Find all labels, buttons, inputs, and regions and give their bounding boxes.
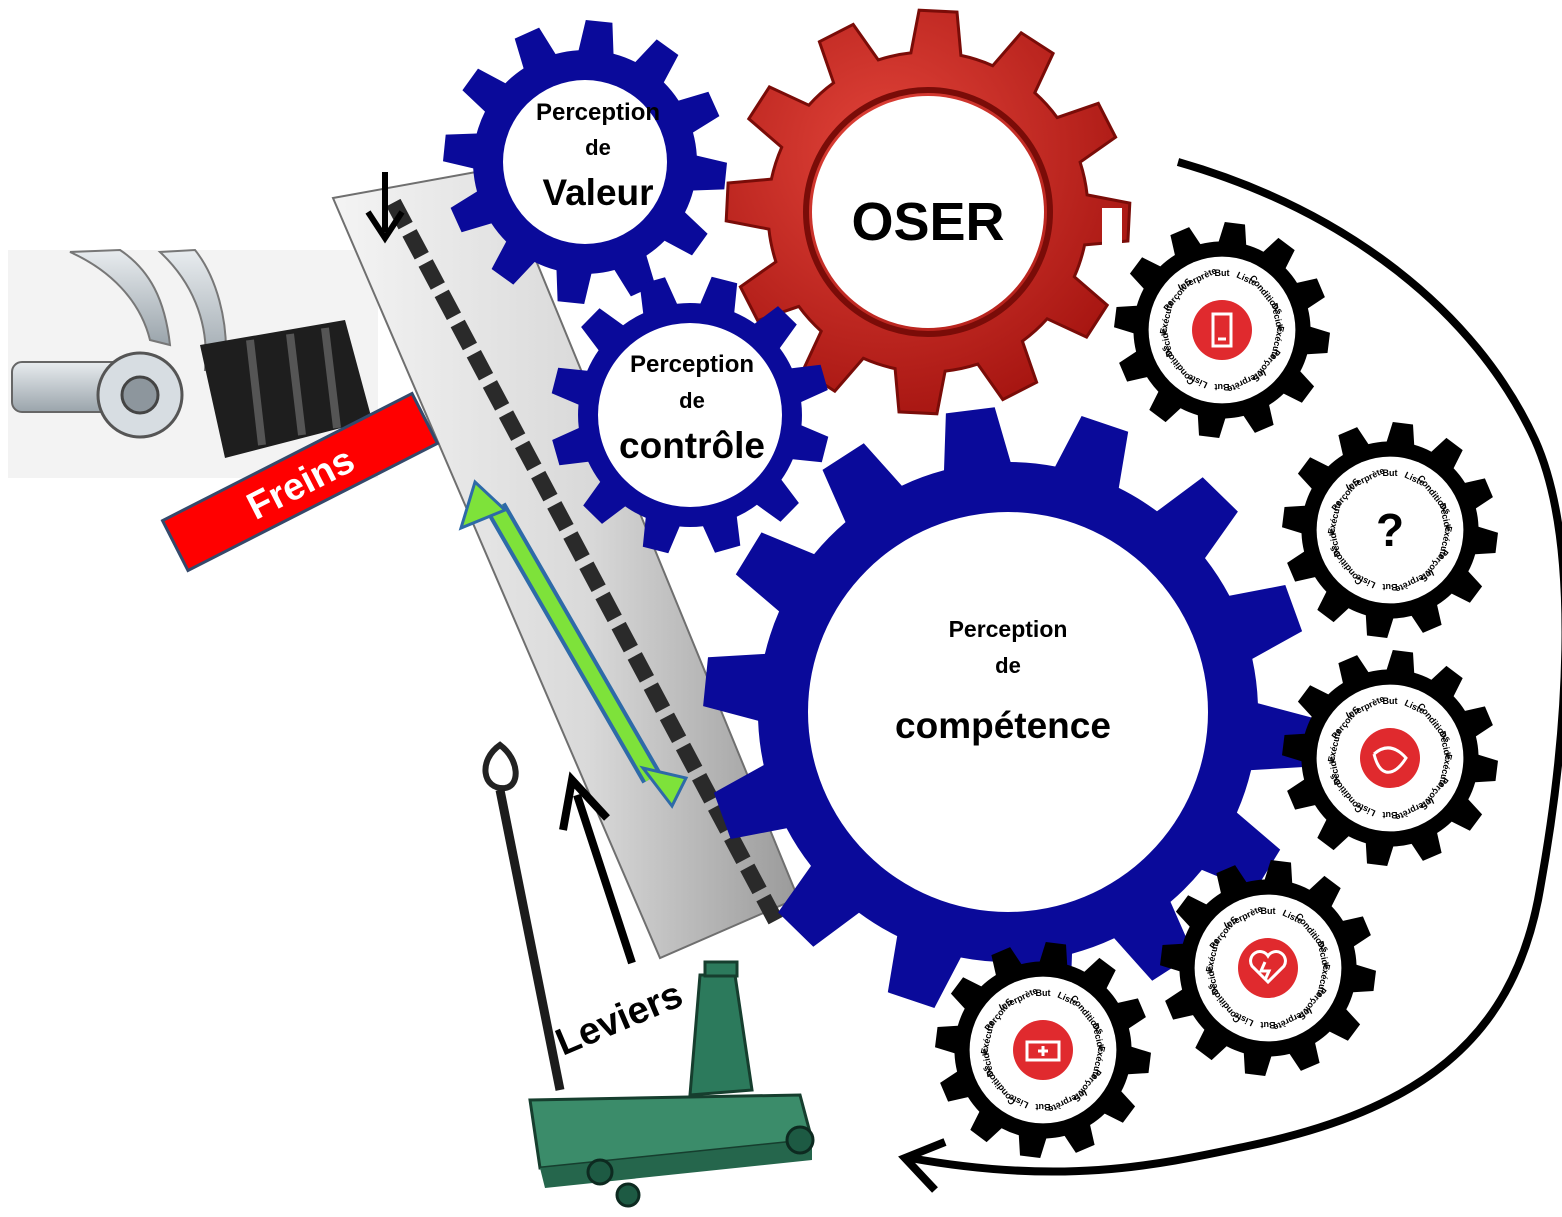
dial-word: But [1383, 810, 1398, 820]
question-mark-icon: ? [1376, 504, 1404, 556]
gear-controle-line2: de [679, 388, 705, 413]
rack-tooth [531, 470, 558, 502]
helping-hand-icon [1360, 728, 1420, 788]
gear-valeur: Perception de Valeur [443, 20, 727, 304]
rack-tooth [595, 591, 622, 623]
rack-tooth [756, 893, 783, 925]
rack-tooth [740, 863, 767, 895]
dial-word: But [1261, 906, 1276, 916]
gear-controle: Perception de contrôle [551, 276, 829, 554]
gear-competence-title: compétence [895, 705, 1111, 746]
dial-word: But [1215, 268, 1230, 278]
rack-tooth [692, 772, 719, 804]
dial-word: But [1383, 696, 1398, 706]
mask-patch [1102, 208, 1122, 268]
rack-tooth [611, 621, 638, 653]
cycle-return-arrow [898, 158, 1562, 1193]
rack-tooth [675, 742, 703, 774]
gear-valeur-title: Valeur [542, 172, 653, 213]
rack-tooth [498, 410, 526, 441]
rack-tooth [563, 531, 590, 562]
gear-competence-line1: Perception [949, 616, 1068, 642]
phone-icon [1192, 300, 1252, 360]
jack-image [482, 741, 815, 1208]
ambulance-icon [1013, 1020, 1073, 1080]
green-double-arrow [458, 479, 689, 809]
rack-tooth [547, 501, 574, 532]
down-arrow-icon [365, 172, 405, 244]
gear-oser: OSER [724, 8, 1132, 416]
dial-word: But [1036, 1102, 1051, 1112]
rack-tooth [434, 289, 461, 321]
rack-tooth [627, 652, 654, 683]
gear-competence: Perception de compétence [703, 407, 1313, 1017]
leviers-label: Leviers [550, 974, 689, 1065]
rack-tooth [450, 319, 477, 351]
dial-word: But [1383, 582, 1398, 592]
gear-oser-label: OSER [851, 192, 1004, 252]
rack-tooth [466, 349, 494, 381]
rack-tooth [659, 712, 687, 744]
rack-tooth [482, 380, 510, 411]
heart-defibrillator-icon [1238, 938, 1298, 998]
brake-image [8, 248, 378, 478]
rack-tooth [724, 833, 751, 864]
dial-word: But [1261, 1020, 1276, 1030]
rack-tooth [515, 440, 542, 472]
gear-valeur-line1: Perception [536, 99, 660, 126]
rack-tooth [402, 229, 429, 260]
gear-competence-line2: de [995, 653, 1021, 678]
rack-tooth [579, 561, 606, 592]
rack-tooth [418, 259, 445, 290]
dial-face [1316, 456, 1464, 604]
gear-controle-title: contrôle [619, 425, 765, 466]
dial-word: But [1036, 988, 1051, 998]
rack-tooth [643, 682, 671, 713]
dial-word: But [1383, 468, 1398, 478]
leviers-arrow-icon [559, 771, 636, 965]
gear-valeur-line2: de [585, 135, 611, 160]
dial-word: But [1215, 382, 1230, 392]
gear-controle-line1: Perception [630, 351, 754, 378]
